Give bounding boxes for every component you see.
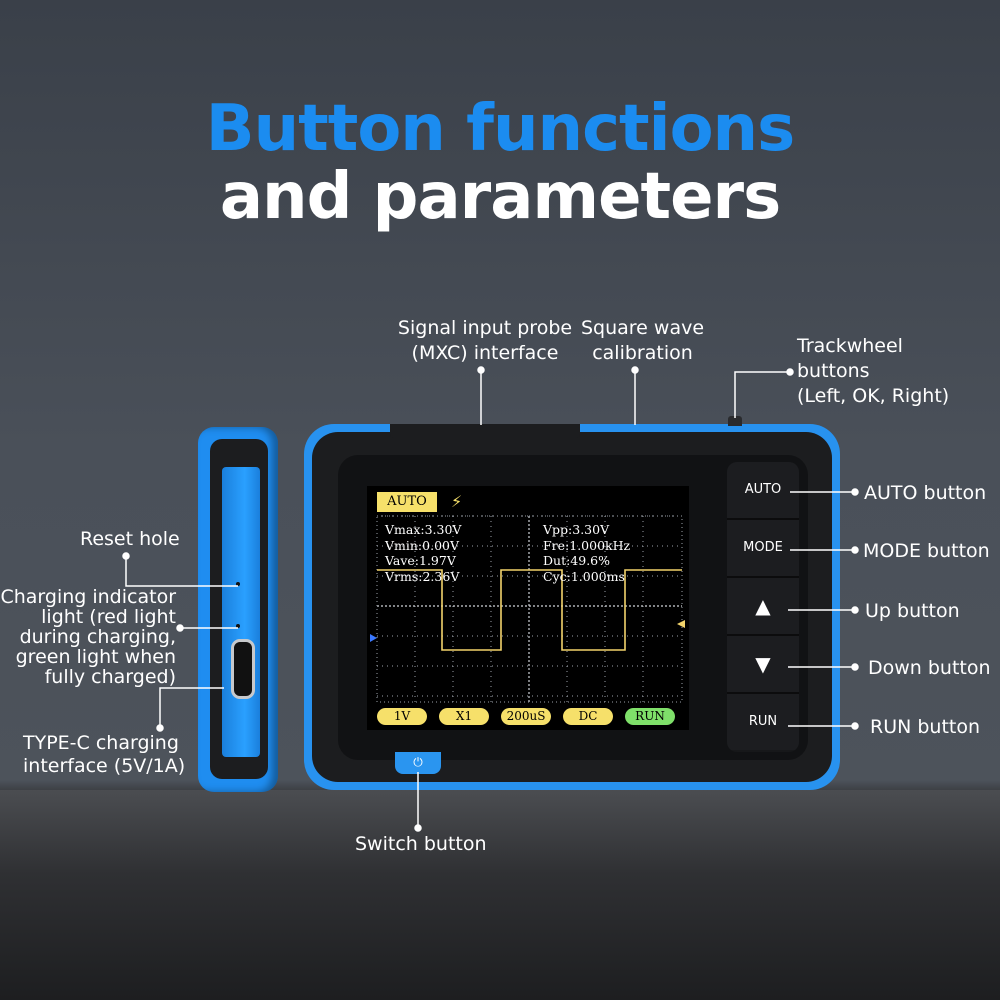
auto-button-label: AUTO button	[864, 482, 987, 504]
up-arrow-icon: ▲	[755, 594, 771, 618]
auto-button[interactable]: AUTO	[727, 462, 799, 520]
probe-interface-label: Signal input probe (MXC) interface	[397, 317, 573, 364]
vmax-readout: Vmax:3.30V	[385, 522, 462, 537]
mode-button-label: MODE button	[863, 540, 990, 562]
trigger-level-marker	[677, 620, 685, 628]
duty-readout: Dut:49.6%	[543, 553, 611, 568]
right-readouts: Vpp:3.30V Fre:1.000kHz Dut:49.6% Cyc:1.0…	[543, 522, 630, 584]
type-c-label: TYPE-C charging interface (5V/1A)	[23, 732, 186, 777]
down-button-label: Down button	[868, 657, 991, 679]
up-button-label: Up button	[865, 600, 960, 622]
side-panel	[222, 467, 260, 757]
floor-background	[0, 790, 1000, 1000]
side-view-device	[198, 427, 278, 792]
oscilloscope-screen: AUTO ⚡ Vmax:3.30V Vmin:0.00V Vave:1.97V …	[367, 486, 689, 730]
reset-hole[interactable]	[236, 582, 240, 586]
coupling-pill: DC	[563, 708, 613, 725]
title-line-1: Button functions	[205, 92, 795, 166]
freq-readout: Fre:1.000kHz	[543, 537, 631, 553]
down-button[interactable]: ▼	[727, 636, 799, 694]
run-button-label: RUN button	[870, 716, 981, 738]
time-div-pill: 200uS	[501, 708, 551, 725]
charging-indicator-label: Charging indicator light (red light duri…	[0, 586, 176, 688]
run-button[interactable]: RUN	[727, 694, 799, 750]
type-c-port[interactable]	[231, 639, 255, 699]
volt-div-pill: 1V	[377, 708, 427, 725]
scope-grid	[370, 515, 685, 703]
trackwheel[interactable]	[728, 416, 742, 426]
vave-readout: Vave:1.97V	[385, 553, 456, 568]
down-arrow-icon: ▼	[755, 652, 771, 676]
title-line-2: and parameters	[219, 160, 781, 234]
auto-mode-tag: AUTO	[377, 492, 437, 512]
switch-button-label: Switch button	[355, 833, 487, 855]
run-state-pill: RUN	[625, 708, 675, 725]
square-wave-label: Square wave calibration	[580, 317, 705, 364]
vpp-readout: Vpp:3.30V	[543, 522, 610, 537]
left-readouts: Vmax:3.30V Vmin:0.00V Vave:1.97V Vrms:2.…	[385, 522, 461, 584]
waveform-trace	[377, 569, 682, 651]
probe-interface	[390, 424, 580, 438]
vrms-readout: Vrms:2.36V	[385, 568, 460, 584]
mode-button[interactable]: MODE	[727, 520, 799, 578]
vmin-readout: Vmin:0.00V	[385, 537, 459, 553]
trackwheel-label: Trackwheel buttons (Left, OK, Right)	[797, 335, 950, 407]
up-button[interactable]: ▲	[727, 578, 799, 636]
trigger-icon: ⚡	[451, 494, 463, 511]
channel-marker	[370, 634, 377, 642]
cycle-readout: Cyc:1.000ms	[543, 568, 625, 584]
switch-button[interactable]: ⏻	[395, 752, 441, 774]
probe-x-pill: X1	[439, 708, 489, 725]
reset-hole-label: Reset hole	[80, 528, 180, 550]
charging-indicator-light	[236, 624, 240, 628]
status-bar: 1V X1 200uS DC RUN	[377, 708, 682, 726]
button-column: AUTO MODE ▲ ▼ RUN	[727, 462, 799, 752]
power-icon: ⏻	[413, 755, 423, 769]
